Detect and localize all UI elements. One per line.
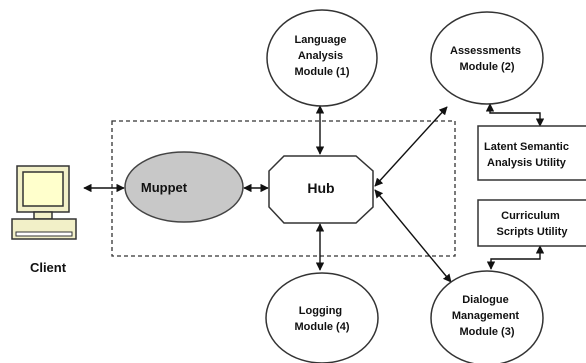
lsa-utility-label: Latent Semantic Analysis Utility <box>484 141 572 169</box>
hub-dialogue-arrow <box>374 189 452 283</box>
assessments-lsa-link <box>485 103 545 127</box>
assessments-module <box>430 11 544 105</box>
language-module-label: Language Analysis Module (1) <box>294 34 349 78</box>
muppet-label: Muppet <box>141 180 188 195</box>
hub-label: Hub <box>307 180 334 196</box>
curriculum-utility-box <box>477 199 586 247</box>
dialogue-curriculum-link <box>486 245 545 270</box>
curriculum-utility-label: Curriculum Scripts Utility <box>497 210 569 238</box>
lsa-utility-box <box>477 125 586 181</box>
client-computer-icon <box>11 165 77 240</box>
client-label: Client <box>30 260 67 275</box>
system-boundary <box>111 120 456 257</box>
language-analysis-module <box>266 9 378 107</box>
dialogue-module-label: Dialogue Management Module (3) <box>452 294 522 338</box>
dialogue-management-module <box>430 270 544 363</box>
muppet-node <box>124 151 244 223</box>
logging-module-label: Logging Module (4) <box>295 305 350 333</box>
logging-module <box>265 272 379 363</box>
connectors <box>83 103 545 283</box>
assessments-module-label: Assessments Module (2) <box>450 45 524 73</box>
hub-assessments-arrow <box>374 106 448 187</box>
hub-node <box>268 155 374 224</box>
